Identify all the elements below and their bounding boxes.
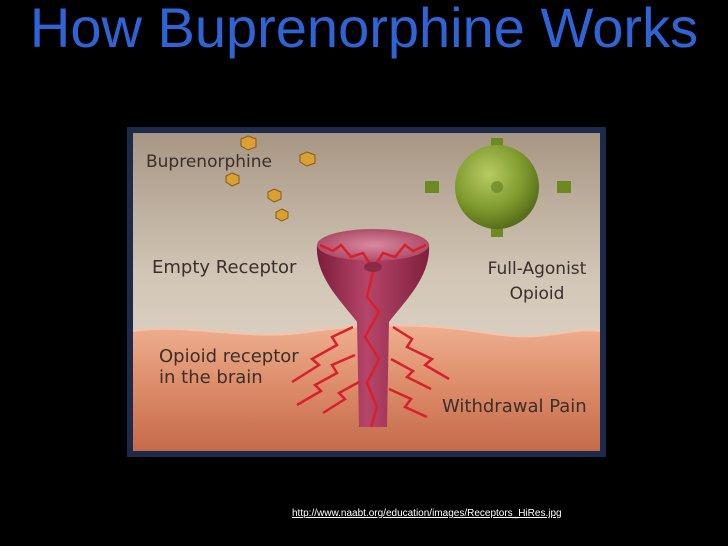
label-full-agonist-line2: Opioid [510, 284, 565, 304]
source-link[interactable]: http://www.naabt.org/education/images/Re… [292, 508, 562, 519]
empty-receptor [316, 229, 430, 427]
label-receptor-line2: in the brain [159, 367, 263, 388]
label-withdrawal-pain: Withdrawal Pain [442, 396, 587, 417]
label-full-agonist-line1: Full-Agonist [488, 259, 587, 279]
withdrawal-lightning [291, 271, 450, 428]
full-agonist-opioid [425, 138, 571, 237]
buprenorphine-molecules [225, 135, 316, 222]
slide-title: How Buprenorphine Works [29, 0, 699, 59]
label-buprenorphine: Buprenorphine [146, 152, 272, 172]
label-receptor-line1: Opioid receptor [159, 346, 299, 367]
label-empty-receptor: Empty Receptor [152, 257, 297, 278]
receptor-diagram: Buprenorphine Empty Receptor Full-Agonis… [127, 127, 606, 457]
